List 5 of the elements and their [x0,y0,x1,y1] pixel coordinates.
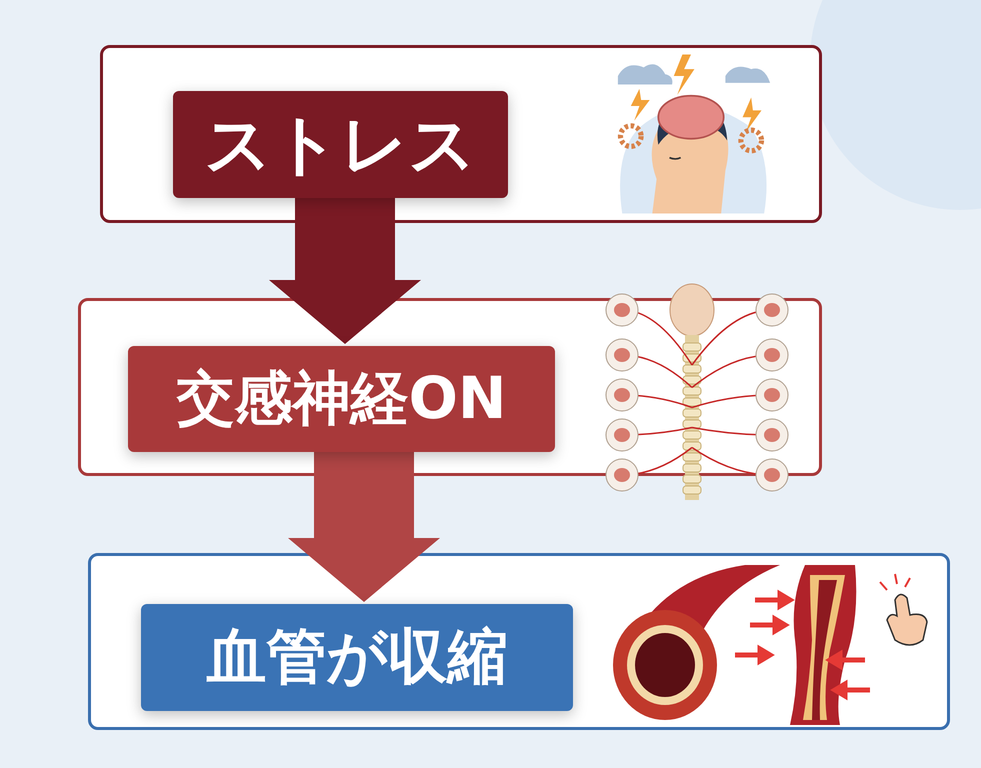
block-arrow [269,198,421,344]
label-box: ストレス [173,91,508,198]
label-box: 交感神経ON [128,346,555,452]
block-arrow [288,452,440,602]
label-box: 血管が収縮 [141,604,573,711]
